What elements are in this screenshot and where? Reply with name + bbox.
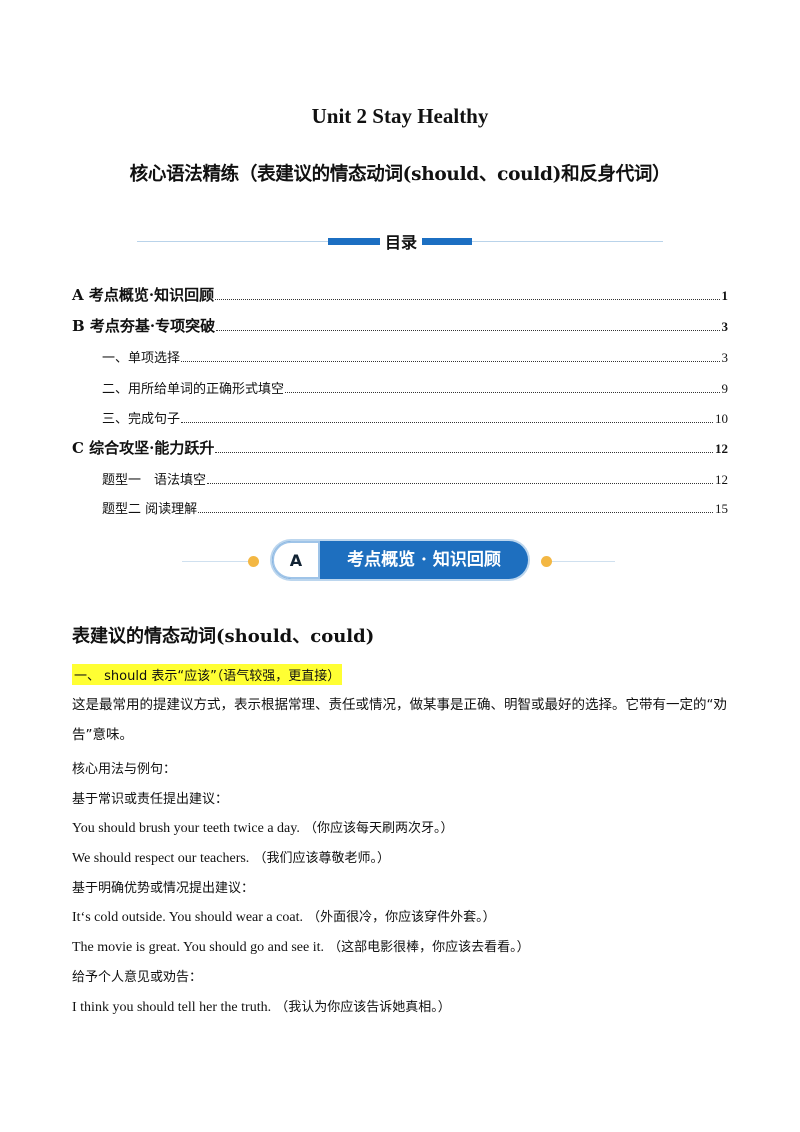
section-heading: 表建议的情态动词(should、could): [72, 626, 375, 647]
example-en: It‘s cold outside. You should wear a coa…: [72, 910, 303, 925]
toc-leader: [181, 360, 720, 362]
example-zh: （外面很冷，你应该穿件外套。）: [307, 910, 496, 925]
banner-line-right: [545, 561, 615, 562]
toc-item-c1[interactable]: 题型一 语法填空 12: [102, 469, 728, 488]
toc-leader: [215, 298, 720, 300]
toc-item-c2[interactable]: 题型二 阅读理解 15: [102, 498, 728, 517]
toc-item-label: 三、完成句子: [102, 412, 181, 427]
content-line: 核心用法与例句：: [72, 758, 176, 777]
section-letter-badge: A: [272, 541, 320, 579]
example-en: You should brush your teeth twice a day.: [72, 821, 300, 836]
toc-heading: 目录: [380, 229, 422, 253]
toc-item-b[interactable]: B 考点夯基·专项突破 3: [72, 315, 728, 336]
toc-divider-right: [420, 241, 663, 242]
toc-item-label: 题型一 语法填空: [102, 473, 207, 488]
toc-leader: [198, 511, 713, 513]
intro-paragraph: 这是最常用的提建议方式，表示根据常理、责任或情况，做某事是正确、明智或最好的选择…: [72, 697, 727, 743]
toc-bar-right: [420, 238, 472, 245]
toc-item-b2[interactable]: 二、用所给单词的正确形式填空 9: [102, 378, 728, 397]
toc-item-a[interactable]: A 考点概览·知识回顾 1: [72, 284, 728, 305]
toc-item-label: B 考点夯基·专项突破: [72, 317, 216, 335]
toc-leader: [181, 421, 713, 423]
banner-line-left: [182, 561, 252, 562]
toc-page-number: 12: [715, 472, 728, 487]
example-sentence: The movie is great. You should go and se…: [72, 936, 530, 956]
toc-item-label: 题型二 阅读理解: [102, 502, 198, 517]
toc-leader: [207, 482, 713, 484]
toc-item-c[interactable]: C 综合攻坚·能力跃升 12: [72, 437, 728, 458]
section-banner-title: 考点概览 · 知识回顾: [347, 550, 501, 570]
example-sentence: We should respect our teachers. （我们应该尊敬老…: [72, 847, 390, 867]
example-en: The movie is great. You should go and se…: [72, 940, 324, 955]
content-line: 基于明确优势或情况提出建议：: [72, 877, 254, 896]
line-zh: 核心用法与例句：: [72, 762, 177, 777]
toc-page-number: 3: [721, 319, 729, 334]
toc-leader: [215, 451, 713, 453]
toc-page-number: 9: [721, 381, 729, 396]
example-zh: （你应该每天刷两次牙。）: [304, 821, 454, 836]
highlighted-point: 一、 should 表示“应该”（语气较强，更直接）: [72, 664, 343, 685]
example-zh: （我认为你应该告诉她真相。）: [275, 1000, 451, 1015]
toc-page-number: 12: [715, 441, 728, 456]
toc-item-label: 一、单项选择: [102, 351, 181, 366]
page-title: Unit 2 Stay Healthy: [311, 104, 489, 128]
page-subtitle: 核心语法精练（表建议的情态动词(should、could)和反身代词）: [129, 164, 671, 185]
toc-page-number: 3: [721, 350, 729, 365]
toc-leader: [285, 391, 720, 393]
example-en: We should respect our teachers.: [72, 851, 250, 866]
example-zh: （我们应该尊敬老师。）: [253, 851, 390, 866]
banner-dot-left: [248, 556, 259, 567]
toc-page-number: 1: [721, 288, 729, 303]
example-sentence: I think you should tell her the truth. （…: [72, 996, 451, 1016]
toc-item-b3[interactable]: 三、完成句子 10: [102, 408, 728, 427]
toc-item-label: A 考点概览·知识回顾: [72, 286, 215, 304]
example-sentence: It‘s cold outside. You should wear a coa…: [72, 906, 496, 926]
toc-item-b1[interactable]: 一、单项选择 3: [102, 347, 728, 366]
example-sentence: You should brush your teeth twice a day.…: [72, 817, 454, 837]
toc-divider-left: [137, 241, 380, 242]
toc-item-label: C 综合攻坚·能力跃升: [72, 439, 215, 457]
example-en: I think you should tell her the truth.: [72, 1000, 272, 1015]
toc-bar-left: [328, 238, 380, 245]
line-zh: 基于常识或责任提出建议：: [72, 792, 229, 807]
example-zh: （这部电影很棒，你应该去看看。）: [328, 940, 530, 955]
content-line: 给予个人意见或劝告：: [72, 966, 202, 985]
toc-item-label: 二、用所给单词的正确形式填空: [102, 382, 285, 397]
line-zh: 给予个人意见或劝告：: [72, 970, 203, 985]
section-banner: A 考点概览 · 知识回顾: [272, 541, 528, 579]
line-zh: 基于明确优势或情况提出建议：: [72, 881, 255, 896]
toc-page-number: 10: [715, 411, 728, 426]
toc-page-number: 15: [715, 501, 728, 516]
toc-leader: [216, 329, 720, 331]
content-line: 基于常识或责任提出建议：: [72, 788, 228, 807]
banner-dot-right: [541, 556, 552, 567]
